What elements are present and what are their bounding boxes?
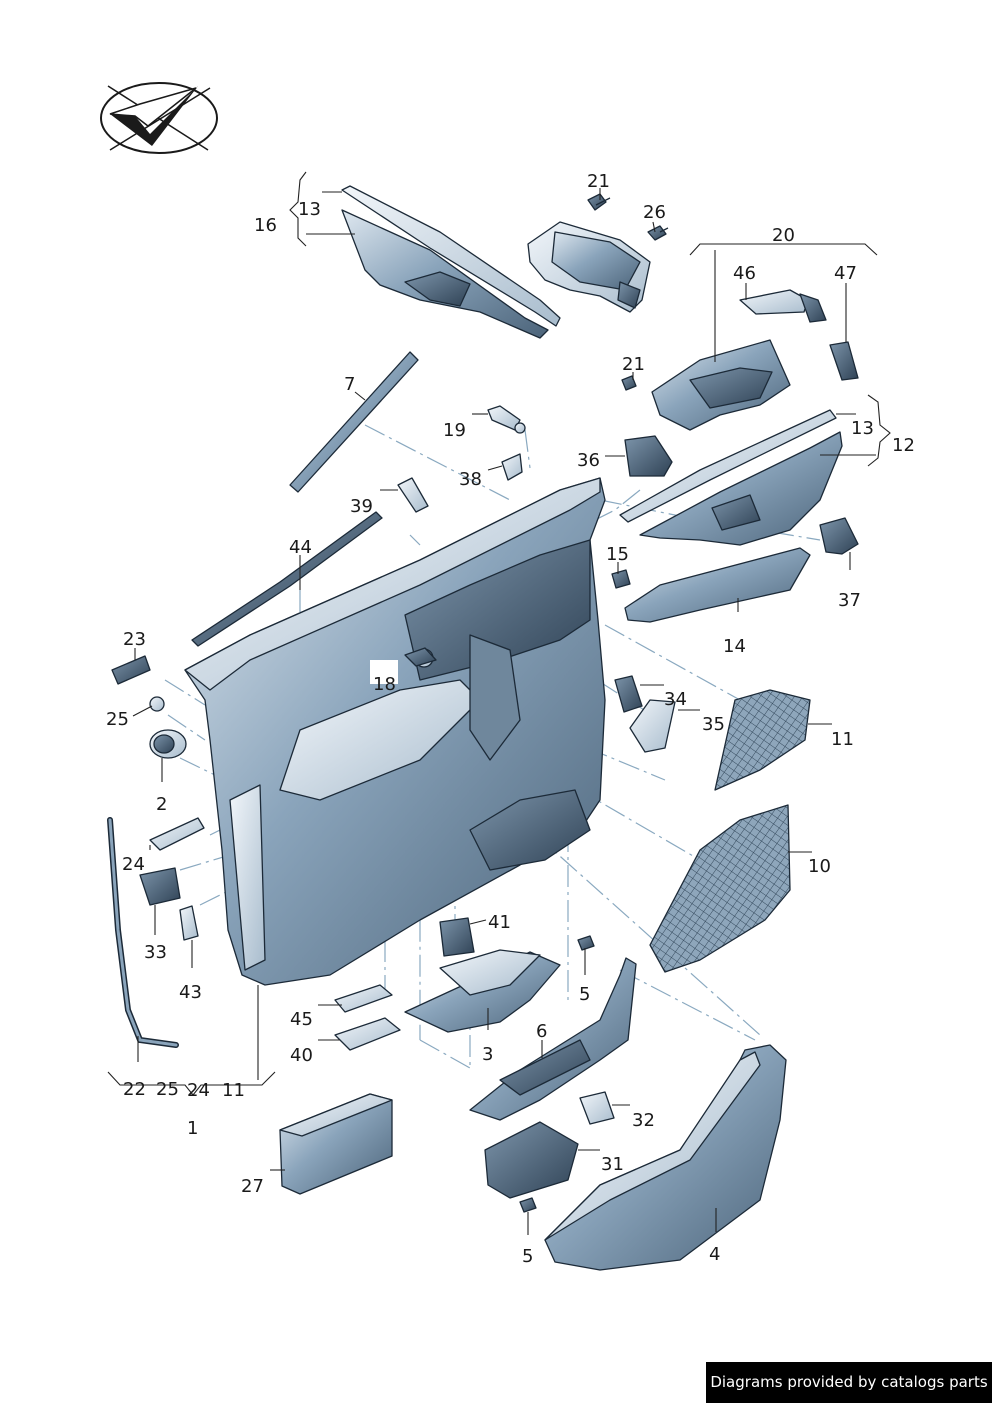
label-1: 1 xyxy=(187,1118,198,1139)
label-25-left: 25 xyxy=(106,709,129,730)
part-40-lamp xyxy=(334,1017,401,1051)
label-21-top: 21 xyxy=(587,171,610,192)
part-19-clip xyxy=(487,405,526,434)
label-16: 16 xyxy=(254,215,277,236)
label-33: 33 xyxy=(144,942,167,963)
part-37-switch xyxy=(819,517,859,555)
part-14-trim-strip xyxy=(624,547,811,623)
part-16-upper-trim-strip xyxy=(341,185,561,339)
part-41-connector xyxy=(439,917,475,957)
part-10-speaker-grille xyxy=(649,804,791,973)
part-32-switch xyxy=(579,1091,615,1125)
label-7: 7 xyxy=(344,374,355,395)
part-26-bracket xyxy=(527,193,669,313)
label-23: 23 xyxy=(123,629,146,650)
label-43: 43 xyxy=(179,982,202,1003)
part-2-speaker-cap xyxy=(149,729,187,759)
label-6: 6 xyxy=(536,1021,547,1042)
part-31-switch-unit xyxy=(484,1121,579,1199)
label-18: 18 xyxy=(373,674,396,695)
label-3: 3 xyxy=(482,1044,493,1065)
label-35: 35 xyxy=(702,714,725,735)
part-12-upper-trim-strip xyxy=(619,409,843,546)
part-1-door-trim-panel xyxy=(184,477,606,986)
part-35-switch xyxy=(629,699,676,753)
label-32: 32 xyxy=(632,1110,655,1131)
part-7-strip xyxy=(289,351,419,493)
part-44-strip xyxy=(191,511,383,647)
part-43-cover xyxy=(179,905,199,941)
label-44: 44 xyxy=(289,537,312,558)
part-39-bracket xyxy=(397,477,429,513)
label-41: 41 xyxy=(488,912,511,933)
label-4: 4 xyxy=(709,1244,720,1265)
label-11-bottom: 11 xyxy=(222,1080,245,1101)
leader-lines xyxy=(107,171,891,1235)
label-36: 36 xyxy=(577,450,600,471)
label-34: 34 xyxy=(664,689,687,710)
label-27: 27 xyxy=(241,1176,264,1197)
part-labels: 13 16 21 26 20 46 47 7 21 19 13 12 36 38… xyxy=(106,171,915,1267)
label-22: 22 xyxy=(123,1079,146,1100)
part-34-switch xyxy=(614,675,643,713)
label-21-middle: 21 xyxy=(622,354,645,375)
label-26: 26 xyxy=(643,202,666,223)
part-24-clip xyxy=(149,817,205,851)
part-3-pocket xyxy=(404,949,561,1033)
label-24-left: 24 xyxy=(122,854,145,875)
part-45-lens xyxy=(334,984,393,1013)
label-13-top: 13 xyxy=(298,199,321,220)
part-15-clip xyxy=(611,569,631,589)
label-5-lower: 5 xyxy=(522,1246,533,1267)
part-27-control-unit xyxy=(279,1093,393,1195)
label-25-bottom: 25 xyxy=(156,1079,179,1100)
label-13-right: 13 xyxy=(851,418,874,439)
label-47: 47 xyxy=(834,263,857,284)
part-23-pad xyxy=(111,655,151,685)
label-19: 19 xyxy=(443,420,466,441)
label-45: 45 xyxy=(290,1009,313,1030)
part-38-clip xyxy=(501,453,523,481)
label-24-bottom: 24 xyxy=(187,1080,210,1101)
part-33-switch xyxy=(139,867,181,906)
label-2: 2 xyxy=(156,794,167,815)
label-14: 14 xyxy=(723,636,746,657)
label-40: 40 xyxy=(290,1045,313,1066)
label-38: 38 xyxy=(459,469,482,490)
label-31: 31 xyxy=(601,1154,624,1175)
label-46: 46 xyxy=(733,263,756,284)
part-4-armrest xyxy=(544,1044,787,1271)
part-5-screws xyxy=(519,935,595,1213)
check-mark-in-ellipse-logo xyxy=(100,82,218,154)
part-6-switch-panel xyxy=(469,957,637,1121)
part-36-switch xyxy=(624,435,673,477)
part-20-handle-bracket xyxy=(621,289,859,431)
label-39: 39 xyxy=(350,496,373,517)
part-25-cap xyxy=(149,696,165,712)
part-11-speaker-grille xyxy=(714,689,811,791)
label-12: 12 xyxy=(892,435,915,456)
label-11-right: 11 xyxy=(831,729,854,750)
label-18-backdrop xyxy=(370,660,398,684)
label-10: 10 xyxy=(808,856,831,877)
part-18-screw xyxy=(404,647,437,667)
label-5-upper: 5 xyxy=(579,984,590,1005)
part-22-seal xyxy=(107,817,179,1048)
label-15: 15 xyxy=(606,544,629,565)
attribution-footer: Diagrams provided by catalogs parts xyxy=(706,1362,992,1403)
label-20: 20 xyxy=(772,225,795,246)
label-37: 37 xyxy=(838,590,861,611)
